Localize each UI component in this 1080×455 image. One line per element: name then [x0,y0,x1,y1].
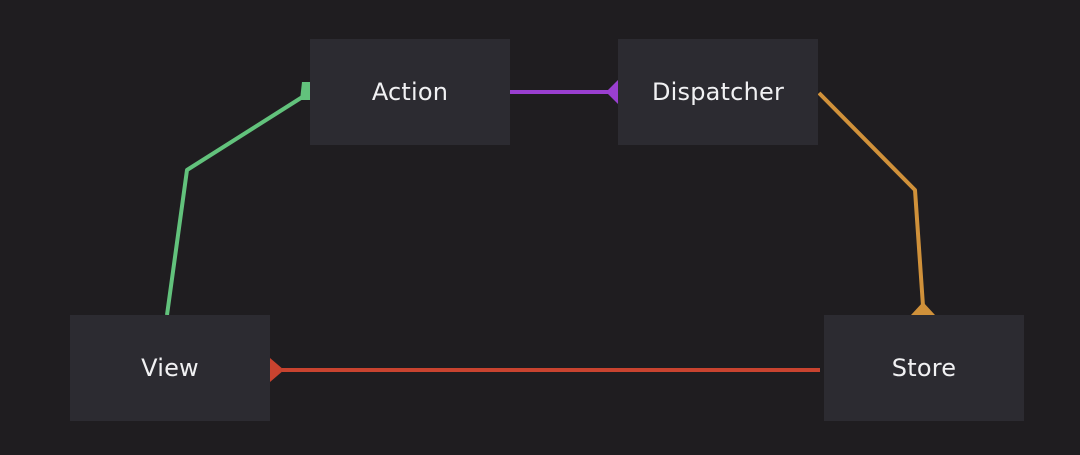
node-store-label: Store [891,354,957,382]
node-action[interactable]: Action [310,39,510,145]
arrowhead-store-to-view [270,358,284,382]
arrowhead-action-to-dispatcher [606,80,618,104]
edge-view-to-action [165,94,306,316]
node-dispatcher[interactable]: Dispatcher [618,39,818,145]
node-store[interactable]: Store [824,315,1024,421]
arrowhead-view-to-action [300,82,310,100]
arrowhead-dispatcher-to-store [911,302,935,315]
node-view[interactable]: View [70,315,270,421]
node-dispatcher-label: Dispatcher [651,78,785,106]
edge-dispatcher-to-store [817,91,925,307]
node-view-label: View [141,354,199,382]
node-action-label: Action [371,78,449,106]
